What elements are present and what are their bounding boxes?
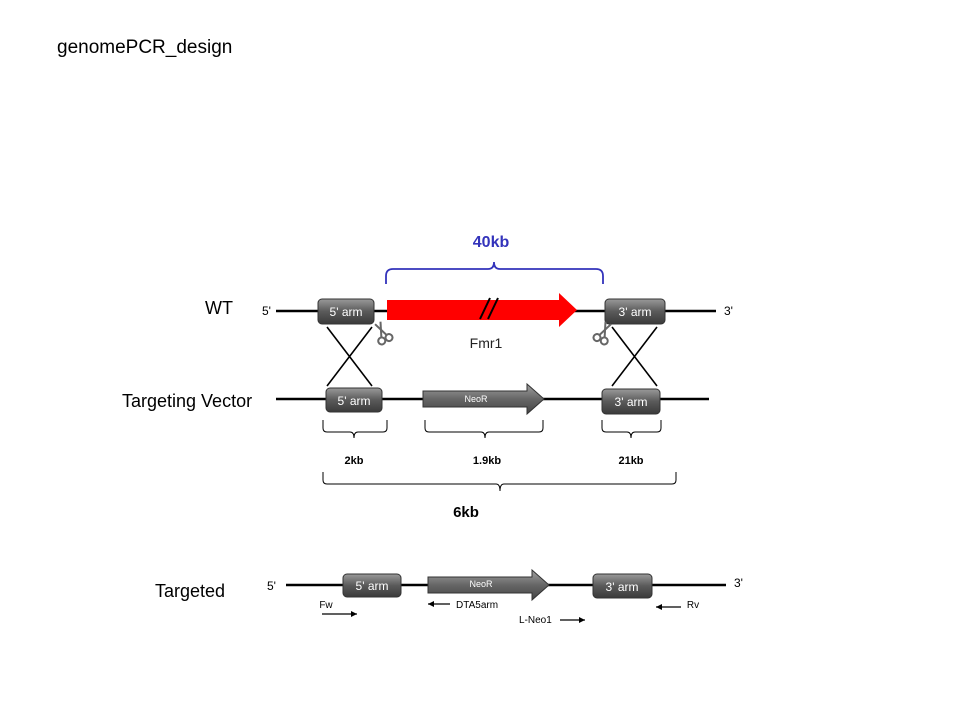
wt-five-arm-label: 5' arm [330, 305, 363, 319]
primer-rv-label: Rv [687, 600, 699, 611]
targeted-five-arm-label: 5' arm [356, 579, 389, 593]
size-neo: 1.9kb [473, 455, 501, 467]
targeted-three-prime: 3' [734, 576, 743, 590]
vector-five-arm-label: 5' arm [338, 394, 371, 408]
vector-three-arm: 3' arm [601, 388, 661, 415]
gene-name: Fmr1 [470, 335, 503, 351]
targeted-five-prime: 5' [267, 579, 276, 593]
primer-lneo-label: L-Neo1 [519, 615, 552, 626]
gene-size-label: 40kb [473, 234, 510, 251]
break-mark [479, 297, 491, 320]
wt-five-arm: 5' arm [317, 298, 375, 325]
targeted-five-arm: 5' arm [342, 573, 402, 598]
primer-fw-label: Fw [319, 600, 333, 611]
primer-dta-label: DTA5arm [456, 600, 498, 611]
scissors-icon [374, 321, 394, 346]
vector-five-arm: 5' arm [325, 387, 383, 413]
wt-label: WT [205, 298, 233, 318]
vector-label: Targeting Vector [122, 391, 252, 411]
fmr1-gene-arrow [387, 293, 577, 327]
break-mark [487, 297, 499, 320]
size-five-arm: 2kb [345, 455, 364, 467]
primer-lneo-arrow [560, 617, 585, 623]
primer-rv-arrow [656, 604, 681, 610]
wt-five-prime: 5' [262, 304, 271, 318]
wt-three-prime: 3' [724, 304, 733, 318]
targeted-neo-label: NeoR [469, 579, 493, 589]
wt-row: WT 5' 3' 40kb 5' arm Fmr1 3' arm [205, 234, 733, 351]
targeted-neo-arrow: NeoR [427, 568, 550, 602]
targeted-row: Targeted 5' 3' 5' arm NeoR 3' arm Fw DTA… [155, 568, 743, 626]
vector-three-arm-label: 3' arm [615, 395, 648, 409]
targeted-three-arm: 3' arm [592, 573, 653, 599]
wt-three-arm: 3' arm [604, 298, 666, 325]
vector-neo-label: NeoR [464, 394, 488, 404]
crossover-lines [326, 326, 658, 387]
vector-row: Targeting Vector 5' arm NeoR 3' arm 2kb … [122, 382, 709, 521]
primer-fw-arrow [322, 611, 357, 617]
vector-neo-arrow: NeoR [422, 382, 545, 416]
targeted-three-arm-label: 3' arm [606, 580, 639, 594]
gene-size-bracket [385, 261, 604, 284]
size-total: 6kb [453, 504, 479, 521]
primer-dta-arrow [428, 601, 450, 607]
targeted-label: Targeted [155, 581, 225, 601]
size-three-arm: 21kb [618, 455, 643, 467]
scissors-icon [592, 321, 612, 346]
slide-title: genomePCR_design [57, 37, 232, 58]
wt-three-arm-label: 3' arm [619, 305, 652, 319]
size-braces [322, 420, 677, 492]
